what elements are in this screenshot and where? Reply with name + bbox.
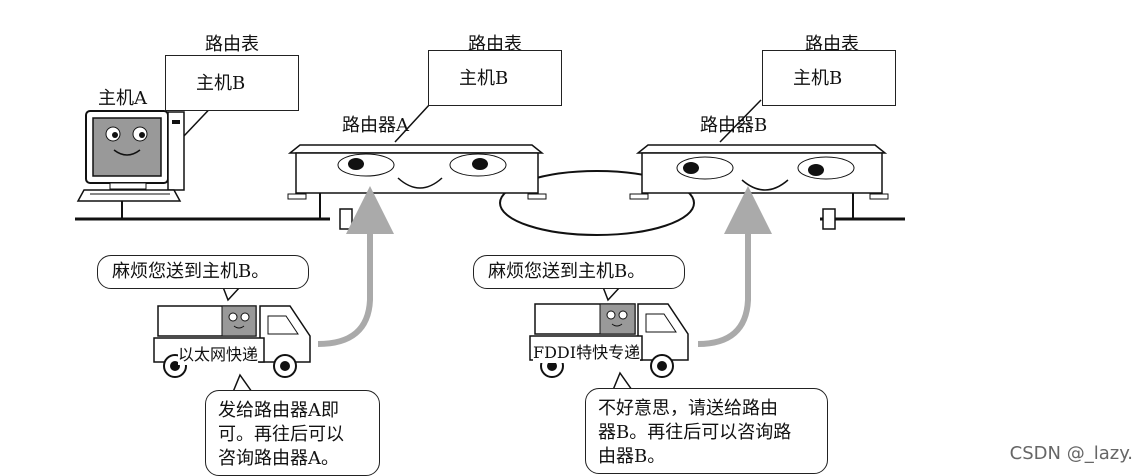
routing-table-destination: 主机B (459, 68, 509, 89)
right-truck-label: FDDI特快专递 (533, 339, 641, 363)
left-request-bubble: 麻烦您送到主机B。 (97, 255, 309, 289)
host-a-computer (76, 110, 185, 219)
router-a-device (287, 144, 547, 230)
routing-table-title-router-a: 路由表 (468, 34, 522, 55)
right-request-bubble: 麻烦您送到主机B。 (473, 255, 685, 289)
host-a-label: 主机A (98, 88, 147, 109)
router-a-label: 路由器A (342, 115, 409, 136)
arrow-to-router-b (697, 186, 772, 347)
routing-table-router-b: 主机B (762, 50, 896, 106)
routing-table-router-a: 主机B (428, 50, 562, 106)
router-b-device (629, 144, 889, 230)
left-reply-bubble: 发给路由器A即 可。再往后可以 咨询路由器A。 (205, 390, 380, 476)
routing-table-title-router-b: 路由表 (805, 34, 859, 55)
routing-table-destination: 主机B (196, 73, 246, 94)
left-truck-label: 以太网快递 (178, 341, 259, 365)
routing-table-title-a-host: 路由表 (205, 34, 259, 55)
arrow-to-router-a (317, 186, 394, 347)
watermark: CSDN @_lazy. (1009, 443, 1133, 464)
routing-table-destination: 主机B (793, 68, 843, 89)
ethernet-truck (153, 305, 311, 378)
fddi-ring (499, 170, 695, 236)
routing-table-host-a: 主机B (165, 55, 299, 111)
right-reply-bubble: 不好意思，请送给路由 器B。再往后可以咨询路 由器B。 (585, 388, 828, 474)
router-b-label: 路由器B (700, 115, 768, 136)
